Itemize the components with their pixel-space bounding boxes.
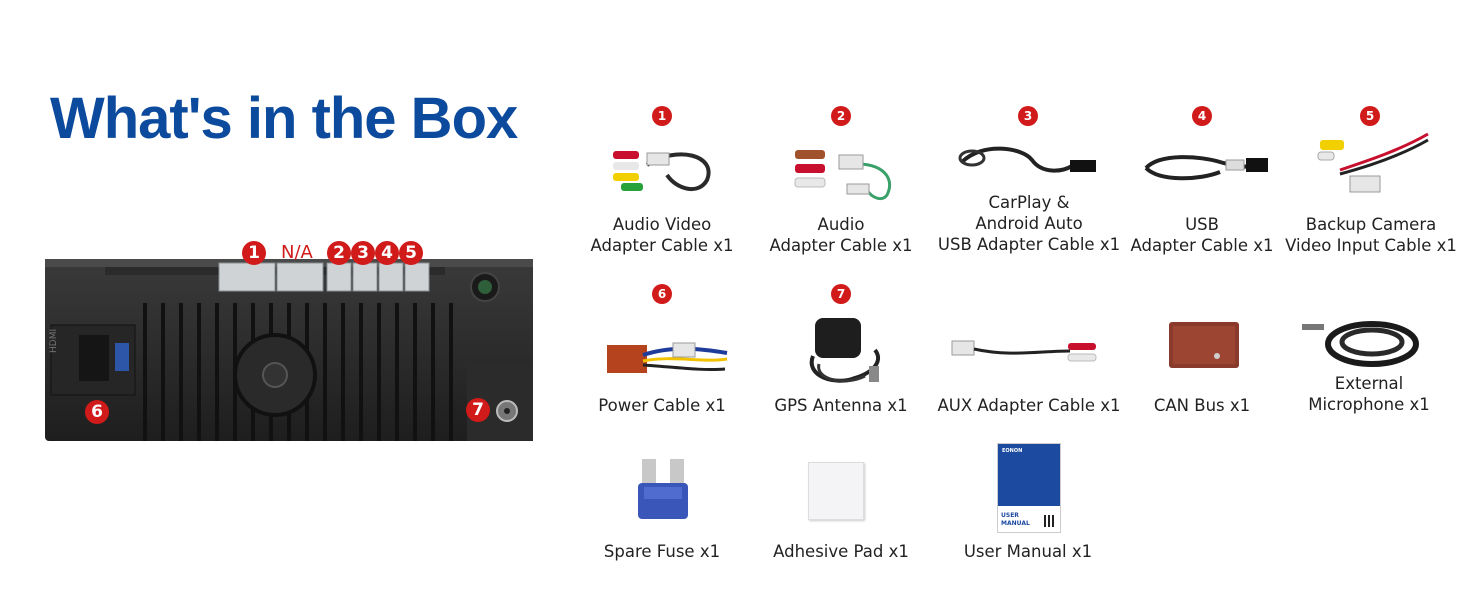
device-badge-4: 4: [375, 241, 399, 265]
canbus-box-icon: [1169, 322, 1239, 368]
item-number-3: 3: [1018, 106, 1038, 126]
manual-icon: EONON USER MANUAL: [997, 443, 1061, 533]
qr-code-icon: [1044, 515, 1056, 527]
rca-audio-cable-icon: [794, 150, 891, 201]
device-label-na: N/A: [281, 242, 313, 263]
rca-av-cable-icon: [613, 151, 711, 191]
item-label-1: Audio Video Adapter Cable x1: [590, 215, 734, 255]
item-number-5: 5: [1360, 106, 1380, 126]
item-number-4: 4: [1192, 106, 1212, 126]
item-label-10: External Microphone x1: [1308, 374, 1430, 414]
hdmi-side-text: HDMI: [49, 328, 59, 353]
power-harness-icon: [607, 342, 728, 373]
adhesive-pad-icon: [808, 462, 864, 520]
item-number-6: 6: [652, 284, 672, 304]
device-badge-5: 5: [399, 241, 423, 265]
item-number-2: 2: [831, 106, 851, 126]
head-unit-illustration: [45, 259, 533, 441]
item-label-4: USB Adapter Cable x1: [1130, 215, 1274, 255]
head-unit-back-panel: 1 N/A 2 3 4 5 6 7 HDMI: [45, 241, 533, 441]
item-label-12: Adhesive Pad x1: [773, 542, 909, 561]
gps-antenna-icon: [809, 318, 881, 383]
item-label-2: Audio Adapter Cable x1: [769, 215, 913, 255]
device-badge-1: 1: [242, 241, 266, 265]
usb-cable-icon: [958, 146, 1096, 173]
fuse-icon: [638, 459, 688, 519]
item-label-6: Power Cable x1: [598, 396, 726, 415]
manual-brand: EONON: [1002, 448, 1023, 454]
item-label-13: User Manual x1: [963, 542, 1093, 561]
item-label-7: GPS Antenna x1: [774, 396, 908, 415]
device-badge-2: 2: [327, 241, 351, 265]
item-label-8: AUX Adapter Cable x1: [937, 396, 1121, 415]
device-badge-6: 6: [85, 400, 109, 424]
item-label-9: CAN Bus x1: [1153, 396, 1251, 415]
aux-cable-icon: [951, 340, 1097, 362]
item-number-1: 1: [652, 106, 672, 126]
microphone-icon: [1302, 321, 1419, 367]
device-badge-3: 3: [351, 241, 375, 265]
usb-cable-icon-2: [1144, 155, 1268, 181]
item-label-5: Backup Camera Video Input Cable x1: [1285, 215, 1457, 255]
manual-title-line2: MANUAL: [1001, 520, 1030, 527]
manual-title-line1: USER: [1001, 512, 1019, 519]
camera-input-cable-icon: [1317, 132, 1429, 193]
page-title: What's in the Box: [50, 86, 518, 151]
item-label-11: Spare Fuse x1: [603, 542, 721, 561]
item-label-3: CarPlay & Android Auto USB Adapter Cable…: [937, 193, 1121, 254]
item-number-7: 7: [831, 284, 851, 304]
device-badge-7: 7: [466, 398, 490, 422]
